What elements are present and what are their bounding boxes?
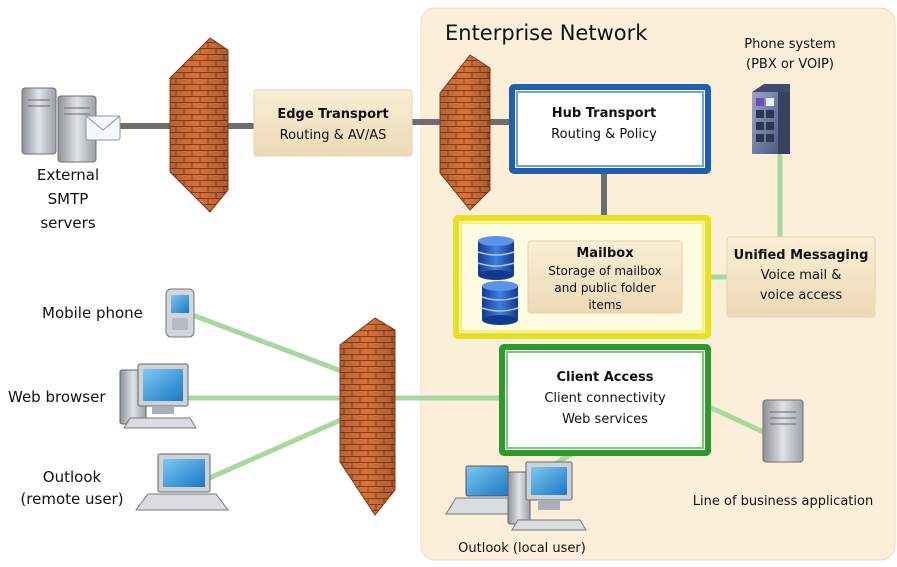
hub-transport-box: Hub Transport Routing & Policy <box>509 84 711 174</box>
unified-messaging-box: Unified Messaging Voice mail & voice acc… <box>726 236 876 318</box>
unified-messaging-title: Unified Messaging <box>734 248 869 263</box>
database-icon <box>477 236 515 280</box>
web-browser-icon <box>119 363 197 429</box>
web-browser-label: Web browser <box>8 388 106 406</box>
mailbox-title: Mailbox <box>576 246 634 261</box>
smtp-label-line1: External <box>37 166 99 184</box>
local-user-label: Outlook (local user) <box>458 541 586 556</box>
edge-transport-box: Edge Transport Routing & AV/AS <box>253 89 413 157</box>
local-laptop-icon <box>445 465 527 515</box>
mobile-phone-label: Mobile phone <box>42 304 143 322</box>
edge-transport-sub: Routing & AV/AS <box>280 128 387 143</box>
outlook-remote-line2: (remote user) <box>20 490 123 508</box>
phone-system-line1: Phone system <box>744 37 835 52</box>
pbx-icon <box>752 84 790 154</box>
database-icon <box>481 281 519 325</box>
smtp-label-line2: SMTP <box>48 190 89 208</box>
remote-laptop-icon <box>135 453 229 511</box>
enterprise-network-title: Enterprise Network <box>445 21 648 45</box>
mailbox-line3: items <box>588 298 621 312</box>
unified-messaging-line2: voice access <box>760 288 843 303</box>
firewall-1-icon <box>169 37 229 213</box>
hub-transport-sub: Routing & Policy <box>551 127 657 142</box>
firewall-3-icon <box>339 317 396 516</box>
mailbox-line2: and public folder <box>554 281 655 295</box>
smtp-label-line3: servers <box>40 214 95 232</box>
envelope-icon <box>85 115 121 141</box>
hub-transport-title: Hub Transport <box>552 106 656 121</box>
firewall-2-icon <box>439 54 491 211</box>
unified-messaging-line1: Voice mail & <box>761 268 842 283</box>
client-access-line1: Client connectivity <box>544 391 666 406</box>
phone-system-line2: (PBX or VOIP) <box>746 57 834 72</box>
local-desktop-icon <box>507 461 587 531</box>
lob-server-icon <box>762 399 804 463</box>
edge-transport-title: Edge Transport <box>277 107 388 122</box>
mobile-phone-icon <box>165 288 195 338</box>
gray-connectors <box>110 119 607 218</box>
mailbox-line1: Storage of mailbox <box>548 264 662 278</box>
smtp-servers-icon <box>21 87 121 163</box>
client-access-title: Client Access <box>556 370 653 385</box>
lob-label: Line of business application <box>693 494 873 509</box>
outlook-remote-line1: Outlook <box>43 468 102 486</box>
client-access-box: Client Access Client connectivity Web se… <box>499 344 711 456</box>
mailbox-box: Mailbox Storage of mailbox and public fo… <box>453 215 711 339</box>
client-access-line2: Web services <box>562 412 648 427</box>
